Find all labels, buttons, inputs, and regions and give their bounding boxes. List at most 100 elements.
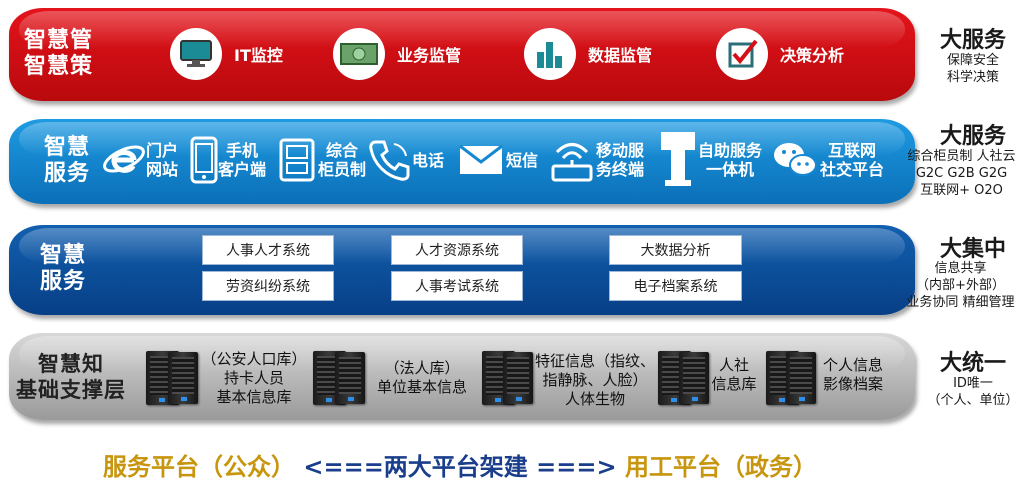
footer-employment-platform: 用工平台（政务） bbox=[624, 453, 817, 481]
right-sub-line: 保障安全 bbox=[946, 53, 999, 68]
channel-label-line: 综合 bbox=[326, 141, 359, 160]
it-monitor-label: IT监控 bbox=[234, 46, 283, 65]
right-heading-unify: 大统一 bbox=[939, 351, 1006, 376]
server-icon bbox=[503, 352, 533, 404]
channel-label-line: 移动服 bbox=[596, 141, 645, 160]
kiosk-icon bbox=[661, 132, 695, 186]
db-label-line: 人社 bbox=[718, 356, 749, 374]
governance-title-line: 智慧管 bbox=[24, 28, 94, 53]
governance-title: 智慧管 智慧策 bbox=[24, 28, 93, 80]
right-sub-unify: ID唯一 （个人、单位） bbox=[915, 375, 1031, 409]
channel-label-line: 客户端 bbox=[218, 160, 267, 179]
data-supervision-item: 数据监管 bbox=[524, 28, 652, 80]
channel-mobile-terminal-label: 移动服 务终端 bbox=[596, 141, 644, 179]
right-heading-centralize: 大集中 bbox=[939, 237, 1006, 262]
channel-label-line: 网站 bbox=[146, 160, 179, 179]
right-sub-line: G2C G2B G2G bbox=[915, 166, 1008, 181]
service-channels-title-line: 智慧 bbox=[44, 135, 91, 160]
system-box-labor-dispute[interactable]: 劳资纠纷系统 bbox=[202, 271, 334, 301]
business-supervision-label: 业务监管 bbox=[397, 46, 462, 65]
db-label-line: 单位基本信息 bbox=[376, 378, 467, 396]
footer-architecture: <===两大平台架建 ===> bbox=[295, 453, 625, 481]
it-monitor-item: IT监控 bbox=[170, 28, 283, 80]
channel-label-line: 手机 bbox=[226, 141, 259, 160]
server-icon bbox=[335, 352, 365, 404]
channel-mobile-label: 手机 客户端 bbox=[218, 141, 266, 179]
foundation-title-line: 智慧知 bbox=[38, 352, 104, 376]
server-icon bbox=[786, 352, 816, 404]
right-sub-centralize: 信息共享 （内部+外部） 业务协同 精细管理 bbox=[890, 260, 1031, 311]
db-legal-entity-label: （法人库） 单位基本信息 bbox=[366, 359, 478, 397]
channel-label-line: 社交平台 bbox=[820, 160, 885, 179]
wifi-router-icon bbox=[551, 143, 593, 182]
db-population-label: （公安人口库） 持卡人员 基本信息库 bbox=[196, 350, 312, 407]
db-social-security-label: 人社 信息库 bbox=[706, 356, 762, 394]
decision-analysis-label: 决策分析 bbox=[780, 46, 845, 65]
db-label-line: （公安人口库） bbox=[201, 350, 307, 368]
server-icon bbox=[168, 352, 198, 404]
server-icon bbox=[679, 352, 709, 404]
right-sub-line: （内部+外部） bbox=[916, 278, 1005, 293]
db-label-line: 信息库 bbox=[711, 375, 757, 393]
monitor-icon bbox=[170, 28, 222, 80]
right-heading-service-1: 大服务 bbox=[939, 28, 1006, 53]
channel-label-line: 务终端 bbox=[596, 160, 645, 179]
right-sub-line: 科学决策 bbox=[946, 70, 999, 85]
db-label-line: 个人信息 bbox=[822, 356, 883, 374]
system-box-hr-talent[interactable]: 人事人才系统 bbox=[202, 235, 334, 265]
right-sub-line: 综合柜员制 人社云 bbox=[907, 149, 1016, 164]
channel-label-line: 门户 bbox=[146, 141, 179, 160]
system-box-hr-exam[interactable]: 人事考试系统 bbox=[391, 271, 523, 301]
systems-title-line: 服务 bbox=[40, 269, 87, 294]
service-channels-title: 智慧 服务 bbox=[44, 135, 90, 187]
telephone-icon bbox=[369, 140, 410, 181]
checkbox-icon bbox=[716, 28, 768, 80]
channel-phone-label: 电话 bbox=[412, 151, 444, 170]
channel-portal-label: 门户 网站 bbox=[146, 141, 178, 179]
right-sub-service-1: 保障安全 科学决策 bbox=[915, 52, 1031, 86]
system-box-big-data[interactable]: 大数据分析 bbox=[609, 235, 742, 265]
channel-label-line: 电话 bbox=[412, 151, 445, 170]
counter-terminal-icon bbox=[279, 138, 315, 182]
data-supervision-label: 数据监管 bbox=[588, 46, 653, 65]
right-sub-line: 信息共享 bbox=[934, 261, 987, 276]
foundation-title: 智慧知 基础支撑层 bbox=[16, 351, 126, 403]
footer-service-platform: 服务平台（公众） bbox=[103, 453, 296, 481]
channel-label-line: 互联网 bbox=[828, 141, 877, 160]
channel-social-label: 互联网 社交平台 bbox=[820, 141, 884, 179]
service-channels-title-line: 服务 bbox=[44, 161, 91, 186]
wechat-icon bbox=[774, 143, 817, 176]
system-box-e-archive[interactable]: 电子档案系统 bbox=[609, 271, 742, 301]
channel-sms-label: 短信 bbox=[506, 151, 538, 170]
right-sub-line: 互联网+ O2O bbox=[920, 183, 1003, 198]
ie-browser-icon bbox=[103, 145, 145, 173]
business-supervision-item: 业务监管 bbox=[333, 28, 461, 80]
db-label-line: 持卡人员 bbox=[223, 369, 284, 387]
right-sub-line: （个人、单位） bbox=[927, 393, 1019, 408]
decision-analysis-item: 决策分析 bbox=[716, 28, 844, 80]
channel-label-line: 短信 bbox=[506, 151, 539, 170]
platform-footer: 服务平台（公众） <===两大平台架建 ===> 用工平台（政务） bbox=[0, 447, 920, 482]
cash-icon bbox=[333, 28, 385, 80]
right-sub-line: ID唯一 bbox=[953, 376, 993, 391]
envelope-icon bbox=[459, 144, 503, 174]
bar-chart-icon bbox=[524, 28, 576, 80]
right-sub-service-2: 综合柜员制 人社云 G2C G2B G2G 互联网+ O2O bbox=[892, 148, 1031, 199]
governance-title-line: 智慧策 bbox=[24, 54, 94, 79]
right-heading-service-2: 大服务 bbox=[939, 124, 1006, 149]
db-label-line: 基本信息库 bbox=[216, 388, 292, 406]
foundation-title-line: 基础支撑层 bbox=[16, 378, 126, 402]
db-label-line: 指静脉、人脸） bbox=[542, 371, 648, 389]
db-label-line: （法人库） bbox=[384, 359, 460, 377]
systems-title-line: 智慧 bbox=[40, 243, 87, 268]
systems-title: 智慧 服务 bbox=[40, 243, 86, 295]
channel-kiosk-label: 自助服务 一体机 bbox=[698, 141, 762, 179]
channel-label-line: 一体机 bbox=[706, 160, 755, 179]
right-sub-line: 业务协同 精细管理 bbox=[906, 295, 1015, 310]
db-biometric-label: 特征信息（指纹、 指静脉、人脸） 人体生物 bbox=[527, 352, 663, 409]
system-box-talent-resources[interactable]: 人才资源系统 bbox=[391, 235, 523, 265]
channel-label-line: 柜员制 bbox=[318, 160, 367, 179]
db-label-line: 特征信息（指纹、 bbox=[534, 352, 655, 370]
channel-counter-label: 综合 柜员制 bbox=[318, 141, 366, 179]
mobile-phone-icon bbox=[190, 136, 218, 184]
